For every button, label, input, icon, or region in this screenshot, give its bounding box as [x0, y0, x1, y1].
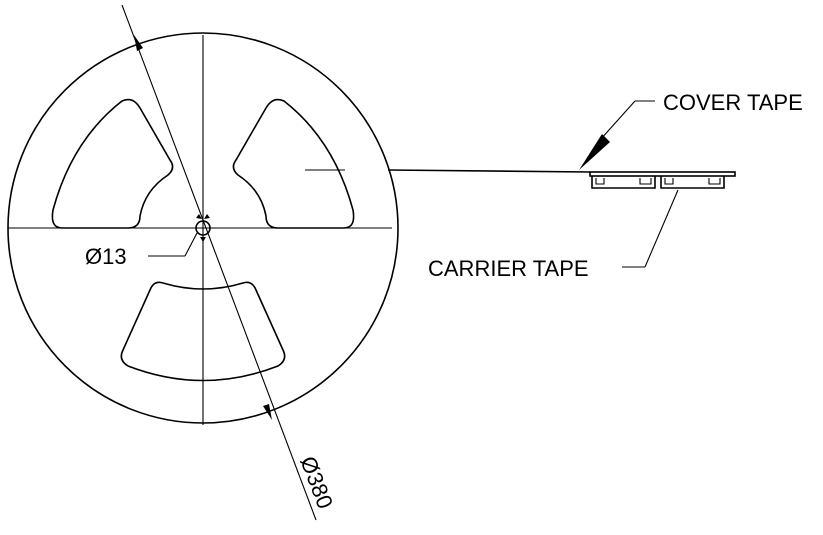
cover-tape-line [387, 169, 591, 173]
hub-dimension-leader-tail [184, 232, 198, 257]
hub-notch-bottom-icon [200, 237, 206, 242]
reel-window-upper-right [232, 98, 355, 229]
reel-diameter-dimension-line [121, 4, 317, 521]
carrier-pocket-1-inner [595, 178, 652, 185]
carrier-pocket-1 [591, 176, 656, 189]
cover-tape-label: COVER TAPE [663, 90, 803, 115]
hub-notch-right-icon [204, 214, 210, 219]
reel-window-upper-left [51, 98, 174, 229]
carrier-tape-leader-diagonal [644, 189, 679, 268]
hub-notch-left-icon [196, 214, 202, 219]
carrier-pocket-2 [660, 176, 725, 189]
carrier-tape-label: CARRIER TAPE [428, 256, 589, 281]
cover-tape-arrow-icon [579, 134, 610, 170]
carrier-pocket-2-inner [664, 178, 721, 185]
reel-window-bottom [120, 281, 286, 382]
cover-tape-leader-diagonal [599, 100, 636, 141]
diameter-arrow-top-icon [134, 35, 143, 51]
carrier-tape-strip [589, 171, 736, 177]
diameter-arrow-bottom-icon [263, 404, 272, 420]
hub-diameter-label: Ø13 [85, 244, 127, 269]
